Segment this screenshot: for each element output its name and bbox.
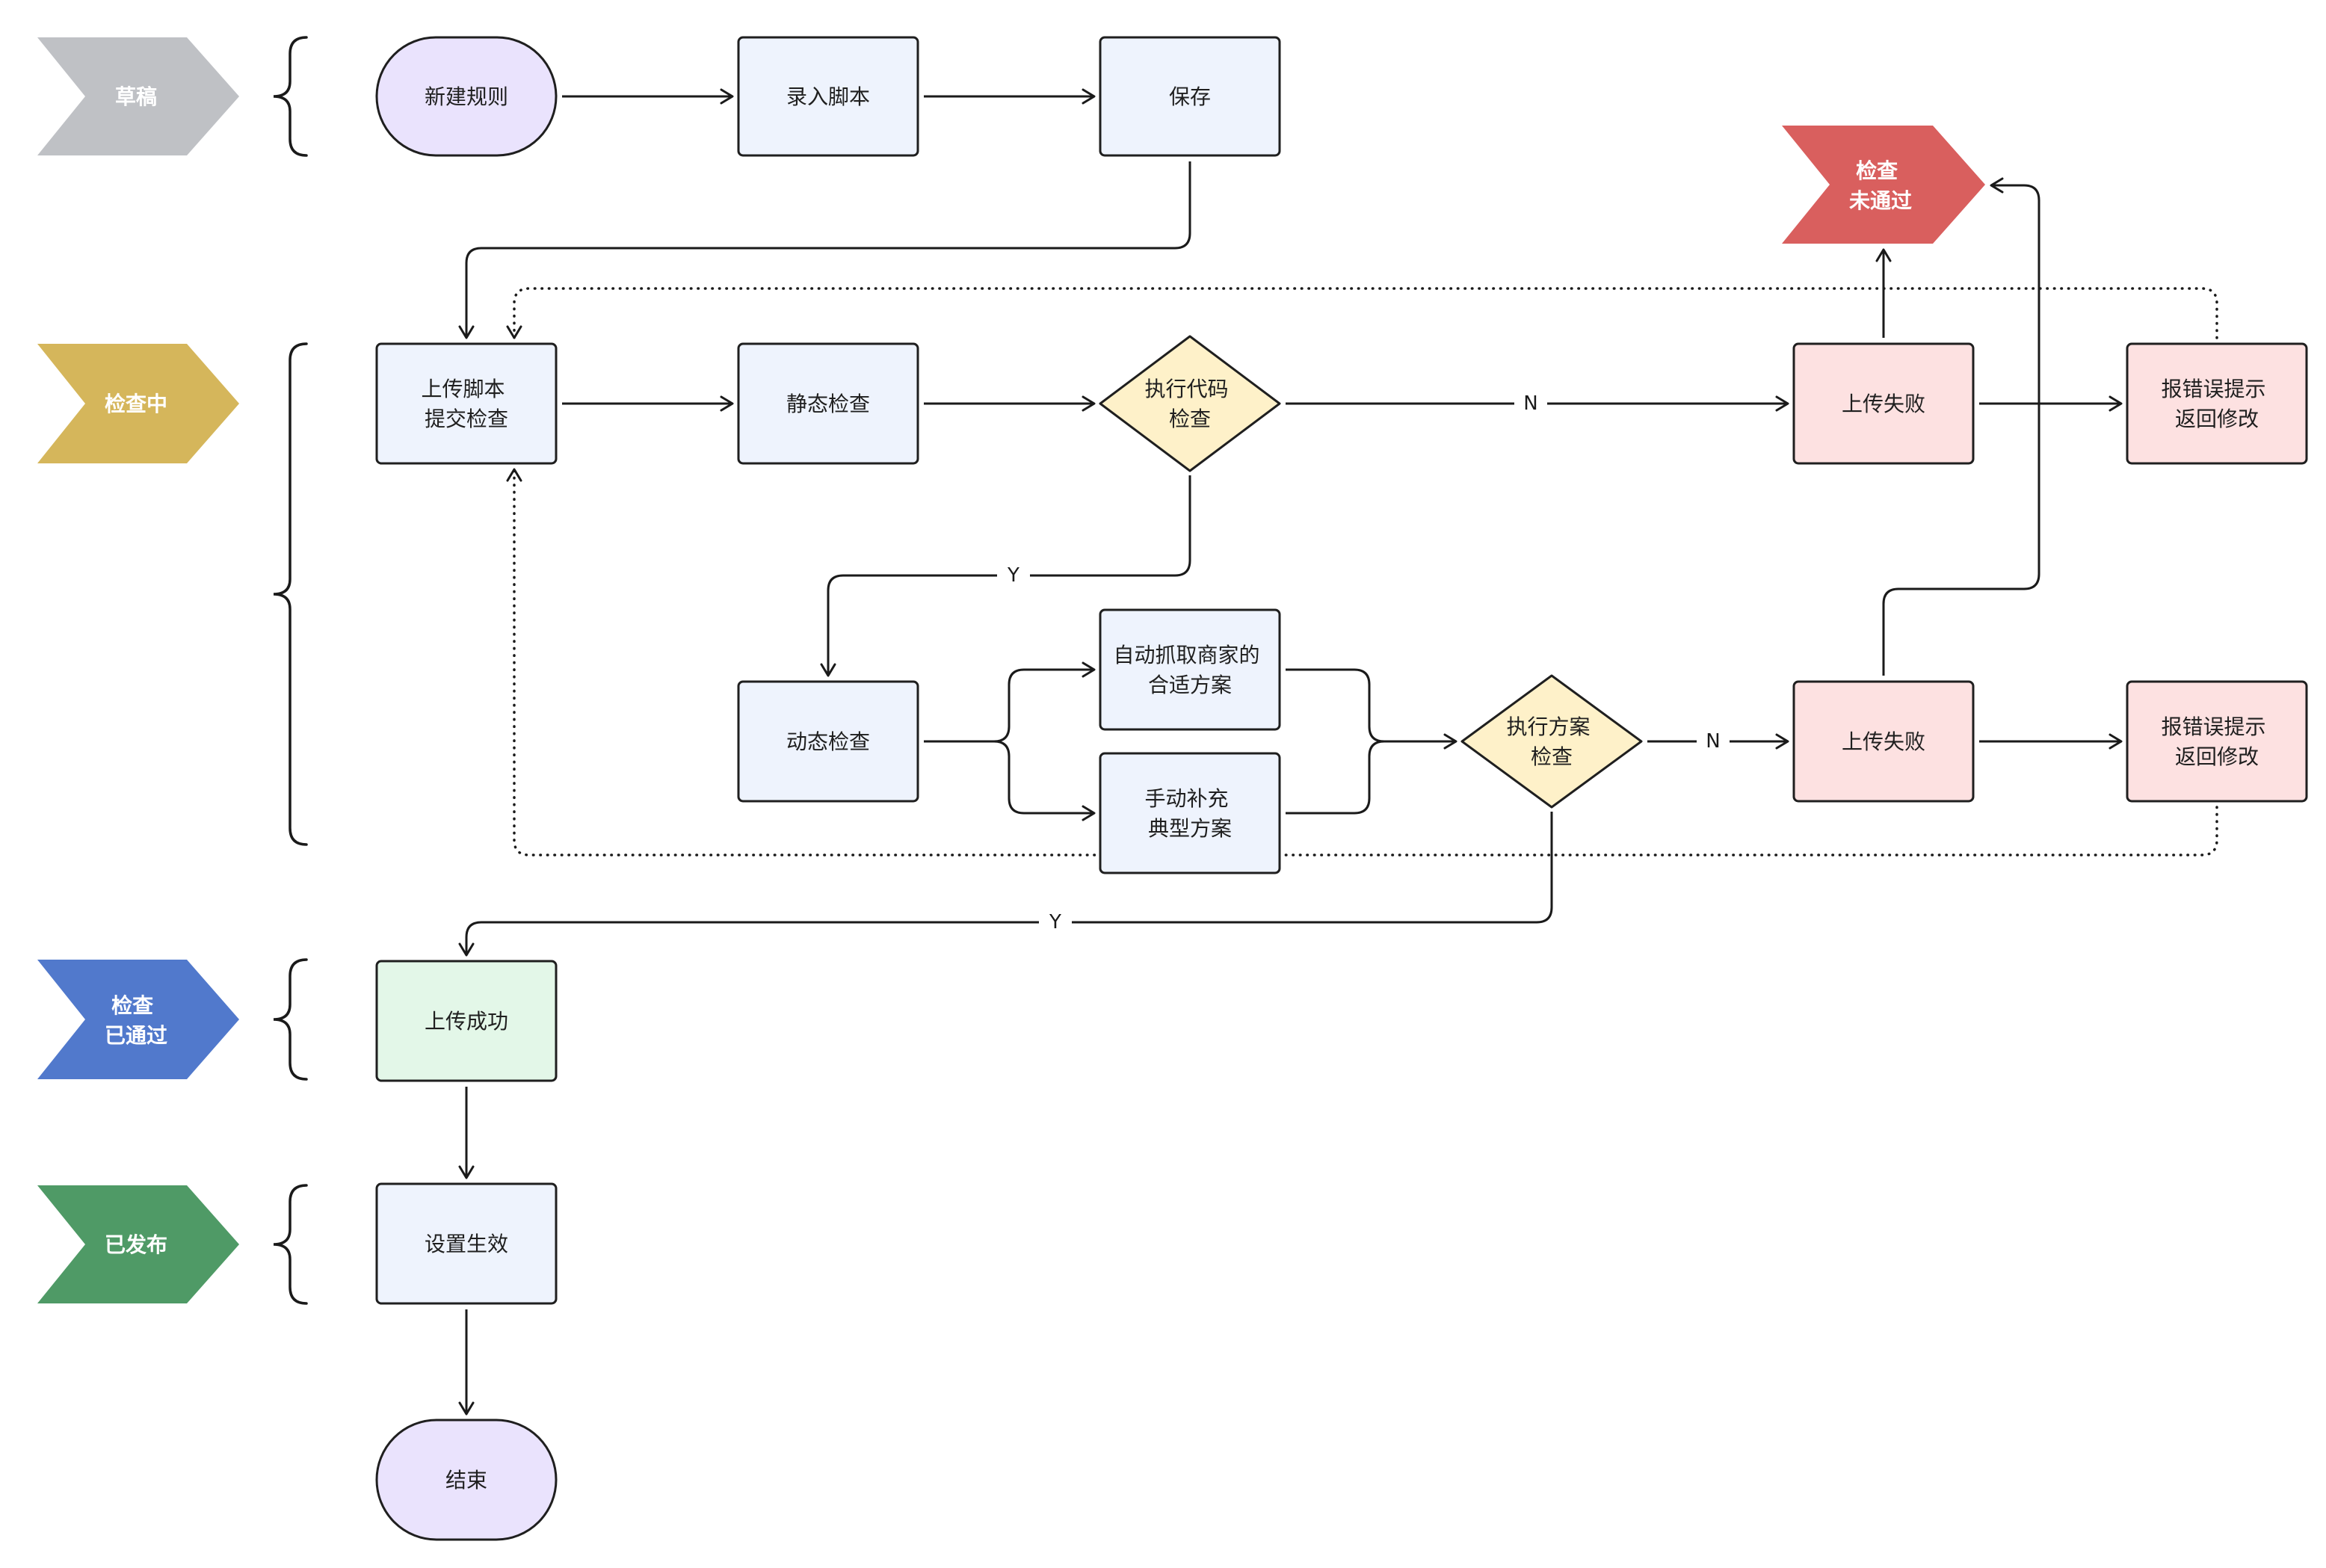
- brace-published: [273, 1184, 308, 1305]
- node-upload-failed-1-label: 上传失败: [1842, 392, 1925, 416]
- brace-draft: [273, 36, 308, 157]
- edge-label-text: N: [1706, 730, 1720, 753]
- node-save: 保存: [1099, 36, 1281, 157]
- node-dynamic-check-shape: [737, 680, 919, 803]
- brace-checking: [273, 342, 308, 846]
- node-dynamic-check-label: 动态检查: [786, 729, 870, 754]
- edge-dynamic-to-manual-add: [993, 740, 1096, 821]
- node-upload-success: 上传成功: [375, 960, 558, 1082]
- node-code-check-label: 执行代码 检查: [1145, 377, 1236, 431]
- node-error-prompt-2-label: 报错误提示 返回修改: [2162, 714, 2273, 769]
- node-save-shape: [1099, 36, 1281, 157]
- stage-passed-label: 检查 已通过: [105, 993, 167, 1048]
- node-static-check-label: 静态检查: [786, 392, 870, 416]
- node-manual-add: 手动补充 典型方案: [1099, 752, 1281, 874]
- edge-manual-add-to-plan-check: [1286, 740, 1385, 815]
- node-enter-script-label: 录入脚本: [786, 84, 870, 109]
- node-end-shape: [375, 1419, 558, 1541]
- node-submit-script-label: 上传脚本 提交检查: [422, 377, 512, 431]
- stage-checking-label: 检查中: [105, 392, 167, 416]
- node-save-label: 保存: [1169, 84, 1211, 109]
- stage-published: 已发布: [37, 1185, 239, 1303]
- node-auto-fetch-shape: [1099, 608, 1281, 731]
- stage-published-chevron: [37, 1185, 239, 1303]
- node-upload-failed-2-label: 上传失败: [1842, 729, 1925, 754]
- node-manual-add-shape: [1099, 752, 1281, 874]
- node-enter-script: 录入脚本: [737, 36, 919, 157]
- stage-passed: 检查 已通过: [37, 960, 239, 1079]
- stage-draft-chevron: [37, 37, 239, 155]
- edge-upload-failed-2-to-stage-failed: [1882, 177, 2040, 676]
- node-static-check-shape: [737, 342, 919, 465]
- edge-save-to-submit-script: [458, 161, 1191, 339]
- edge-label-text: N: [1523, 392, 1537, 415]
- edge-label-text: Y: [1049, 911, 1061, 933]
- stage-passed-chevron: [37, 960, 239, 1079]
- stage-published-label: 已发布: [105, 1232, 167, 1257]
- node-submit-script: 上传脚本 提交检查: [375, 342, 558, 465]
- node-upload-failed-1: 上传失败: [1792, 342, 1975, 465]
- stage-failed: 检查 未通过: [1782, 126, 1985, 244]
- node-dynamic-check: 动态检查: [737, 680, 919, 803]
- node-upload-failed-2-shape: [1792, 680, 1975, 803]
- node-submit-script-shape: [375, 342, 558, 465]
- edge-label-bg: [1039, 907, 1072, 937]
- node-plan-check-diamond: [1460, 674, 1643, 809]
- node-code-check-diamond: [1099, 335, 1281, 472]
- edge-auto-fetch-to-plan-check: [1286, 668, 1457, 750]
- stage-checking: 检查中: [37, 344, 239, 463]
- edge-plan-check-to-upload-success: [458, 812, 1553, 957]
- node-error-prompt-1-label: 报错误提示 返回修改: [2162, 377, 2273, 431]
- node-upload-success-label: 上传成功: [425, 1009, 508, 1034]
- node-error-prompt-2-shape: [2126, 680, 2308, 803]
- node-new-rule-shape: [375, 36, 558, 157]
- edge-label-bg: [1514, 389, 1547, 419]
- edge-label-bg: [997, 561, 1030, 590]
- node-set-effective: 设置生效: [375, 1182, 558, 1305]
- node-upload-success-shape: [375, 960, 558, 1082]
- node-code-check-decision: 执行代码 检查: [1099, 335, 1281, 472]
- node-error-prompt-1: 报错误提示 返回修改: [2126, 342, 2308, 465]
- node-auto-fetch: 自动抓取商家的 合适方案: [1099, 608, 1281, 731]
- edge-label-bg: [1697, 726, 1730, 756]
- stage-checking-chevron: [37, 344, 239, 463]
- edge-label-code-check-no: N: [1514, 389, 1547, 419]
- node-plan-check-label: 执行方案 检查: [1507, 714, 1597, 769]
- stage-draft-label: 草稿: [115, 84, 157, 109]
- node-plan-check-decision: 执行方案 检查: [1460, 674, 1643, 809]
- node-upload-failed-2: 上传失败: [1792, 680, 1975, 803]
- node-manual-add-label: 手动补充 典型方案: [1145, 786, 1236, 841]
- node-error-prompt-1-shape: [2126, 342, 2308, 465]
- edge-error-prompt-1-to-submit-script: [506, 287, 2218, 339]
- brace-passed: [273, 958, 308, 1081]
- stage-failed-label: 检查 未通过: [1849, 158, 1912, 213]
- node-end-label: 结束: [445, 1468, 487, 1493]
- node-error-prompt-2: 报错误提示 返回修改: [2126, 680, 2308, 803]
- edge-label-plan-check-yes: Y: [1039, 907, 1072, 937]
- node-set-effective-shape: [375, 1182, 558, 1305]
- node-enter-script-shape: [737, 36, 919, 157]
- edge-dynamic-to-auto-fetch: [924, 661, 1096, 743]
- node-set-effective-label: 设置生效: [425, 1232, 508, 1256]
- node-end: 结束: [375, 1419, 558, 1541]
- stage-draft: 草稿: [37, 37, 239, 155]
- node-static-check: 静态检查: [737, 342, 919, 465]
- edge-error-prompt-2-to-submit-script: [506, 468, 2218, 856]
- edge-label-plan-check-no: N: [1697, 726, 1730, 756]
- node-new-rule: 新建规则: [375, 36, 558, 157]
- node-new-rule-label: 新建规则: [425, 84, 508, 109]
- edge-label-code-check-yes: Y: [997, 561, 1030, 590]
- node-auto-fetch-label: 自动抓取商家的 合适方案: [1114, 643, 1267, 697]
- node-upload-failed-1-shape: [1792, 342, 1975, 465]
- stage-failed-chevron: [1782, 126, 1985, 244]
- edge-label-text: Y: [1007, 564, 1019, 587]
